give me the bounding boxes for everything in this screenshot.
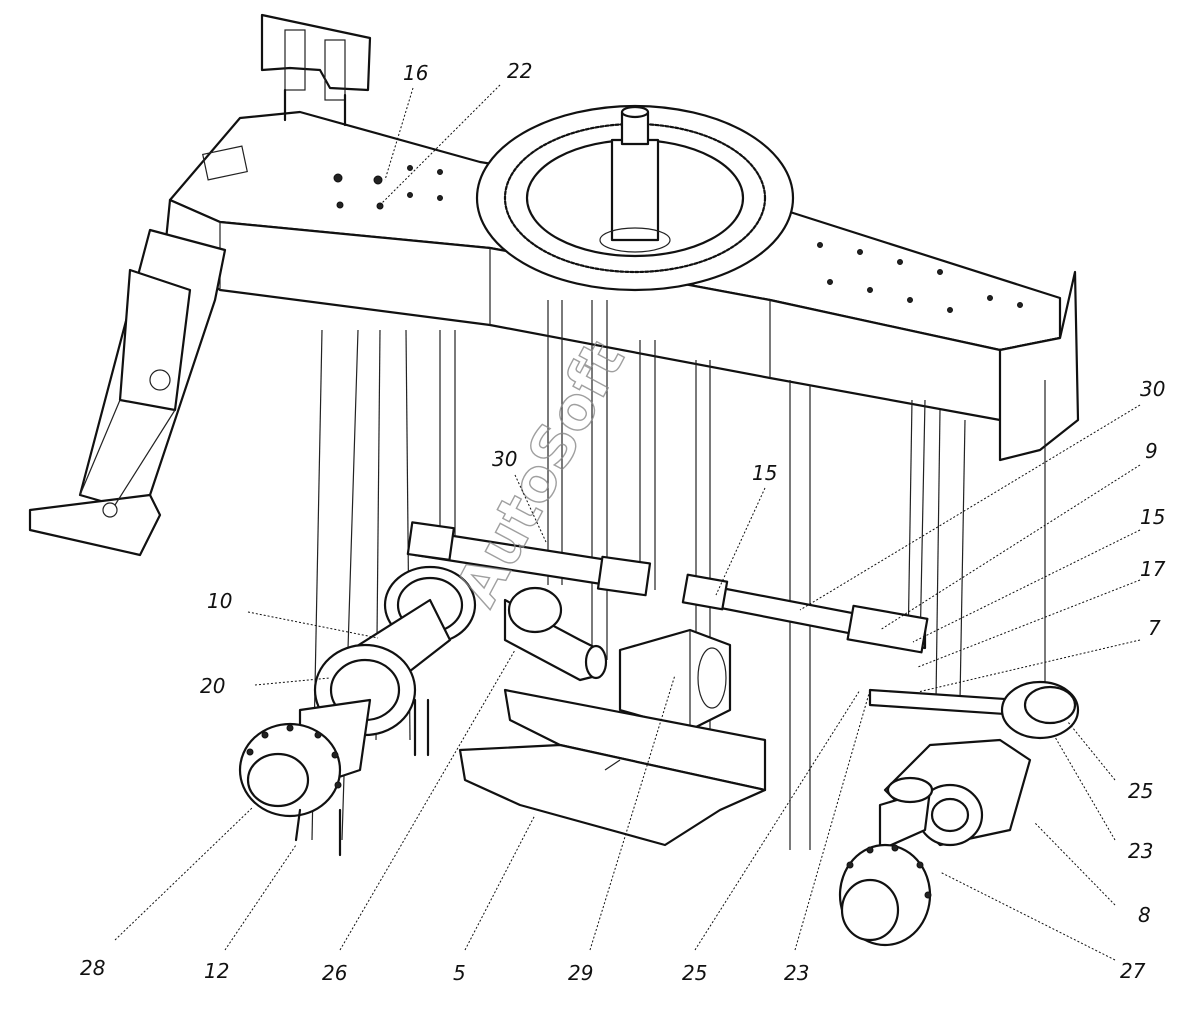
leader-lines — [114, 84, 1141, 961]
callout-27: 27 — [1120, 959, 1146, 983]
callout-15: 15 — [752, 461, 777, 485]
left-axle — [238, 565, 477, 857]
callout-17: 17 — [1140, 557, 1166, 581]
hydraulic-motor — [503, 586, 608, 682]
callout-25-bottom: 25 — [682, 961, 707, 985]
callout-12: 12 — [204, 959, 229, 983]
callout-20: 20 — [200, 674, 225, 698]
callout-10: 10 — [207, 589, 232, 613]
left-outrigger-arm — [28, 228, 227, 557]
top-bracket — [260, 13, 372, 127]
callout-8: 8 — [1138, 903, 1151, 927]
callout-15-right: 15 — [1140, 505, 1165, 529]
callout-7: 7 — [1148, 616, 1161, 640]
slewing-ring — [475, 104, 795, 292]
transfer-gearbox — [618, 628, 732, 732]
callout-29: 29 — [568, 961, 593, 985]
right-axle — [838, 680, 1080, 947]
driveshaft-right — [681, 573, 929, 654]
callout-22: 22 — [507, 59, 532, 83]
callout-9: 9 — [1145, 439, 1158, 463]
callout-30-right: 30 — [1140, 377, 1165, 401]
callout-5: 5 — [453, 961, 466, 985]
callout-25-right: 25 — [1128, 779, 1153, 803]
callout-23-right: 23 — [1128, 839, 1153, 863]
callout-23-bottom: 23 — [784, 961, 809, 985]
bottom-guard-plate — [458, 688, 767, 847]
driveshaft-left — [406, 521, 652, 597]
callout-16: 16 — [403, 61, 428, 85]
callout-28: 28 — [80, 956, 105, 980]
callout-30: 30 — [492, 447, 517, 471]
callout-26: 26 — [322, 961, 347, 985]
callout-labels: 16 22 30 15 30 9 15 17 7 10 20 25 23 8 2… — [80, 59, 1166, 985]
